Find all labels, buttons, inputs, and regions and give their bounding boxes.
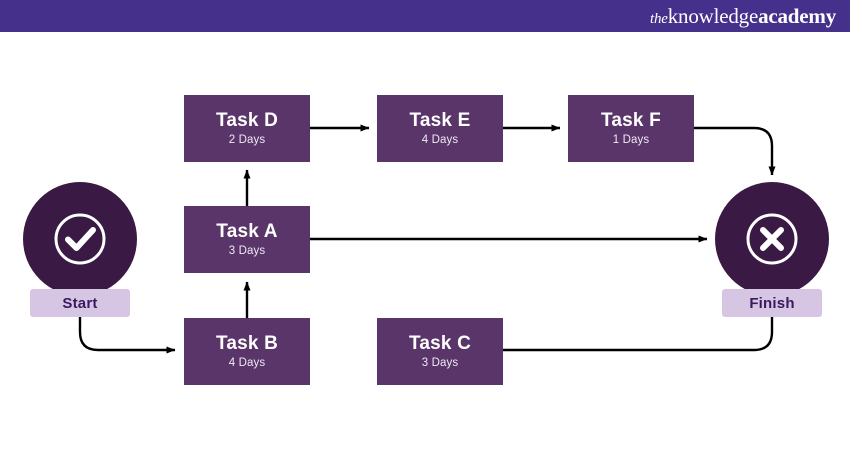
edge-task-f-to-finish	[694, 126, 776, 176]
start-label: Start	[30, 289, 130, 317]
task-e-duration: 4 Days	[421, 134, 459, 147]
brand-logo-knowledge: knowledge	[667, 3, 759, 28]
finish-label-text: Finish	[749, 294, 795, 312]
task-e-name: Task E	[409, 109, 471, 131]
task-node-d[interactable]: Task D 2 Days	[184, 95, 310, 162]
task-a-name: Task A	[216, 220, 278, 242]
start-node[interactable]	[23, 182, 137, 296]
task-a-duration: 3 Days	[228, 245, 266, 258]
x-circle-icon	[746, 213, 798, 265]
diagram-canvas: Start Finish Task D 2 Days Task E 4 Days…	[0, 32, 850, 450]
finish-label: Finish	[722, 289, 822, 317]
edge-start-to-task-b	[78, 317, 176, 354]
task-f-name: Task F	[601, 109, 661, 131]
task-c-duration: 3 Days	[421, 357, 459, 370]
task-c-name: Task C	[408, 332, 472, 354]
task-node-f[interactable]: Task F 1 Days	[568, 95, 694, 162]
task-f-duration: 1 Days	[612, 134, 650, 147]
task-node-c[interactable]: Task C 3 Days	[377, 318, 503, 385]
task-b-duration: 4 Days	[228, 357, 266, 370]
check-circle-icon	[54, 213, 106, 265]
finish-node[interactable]	[715, 182, 829, 296]
task-b-name: Task B	[215, 332, 279, 354]
brand-logo: theknowledgeacademy	[650, 3, 836, 28]
task-d-name: Task D	[215, 109, 279, 131]
task-node-a[interactable]: Task A 3 Days	[184, 206, 310, 273]
task-node-e[interactable]: Task E 4 Days	[377, 95, 503, 162]
brand-logo-academy: academy	[758, 3, 836, 28]
task-node-b[interactable]: Task B 4 Days	[184, 318, 310, 385]
start-label-text: Start	[62, 294, 98, 312]
header-bar: theknowledgeacademy	[0, 0, 850, 32]
task-d-duration: 2 Days	[228, 134, 266, 147]
brand-logo-the: the	[650, 10, 668, 27]
